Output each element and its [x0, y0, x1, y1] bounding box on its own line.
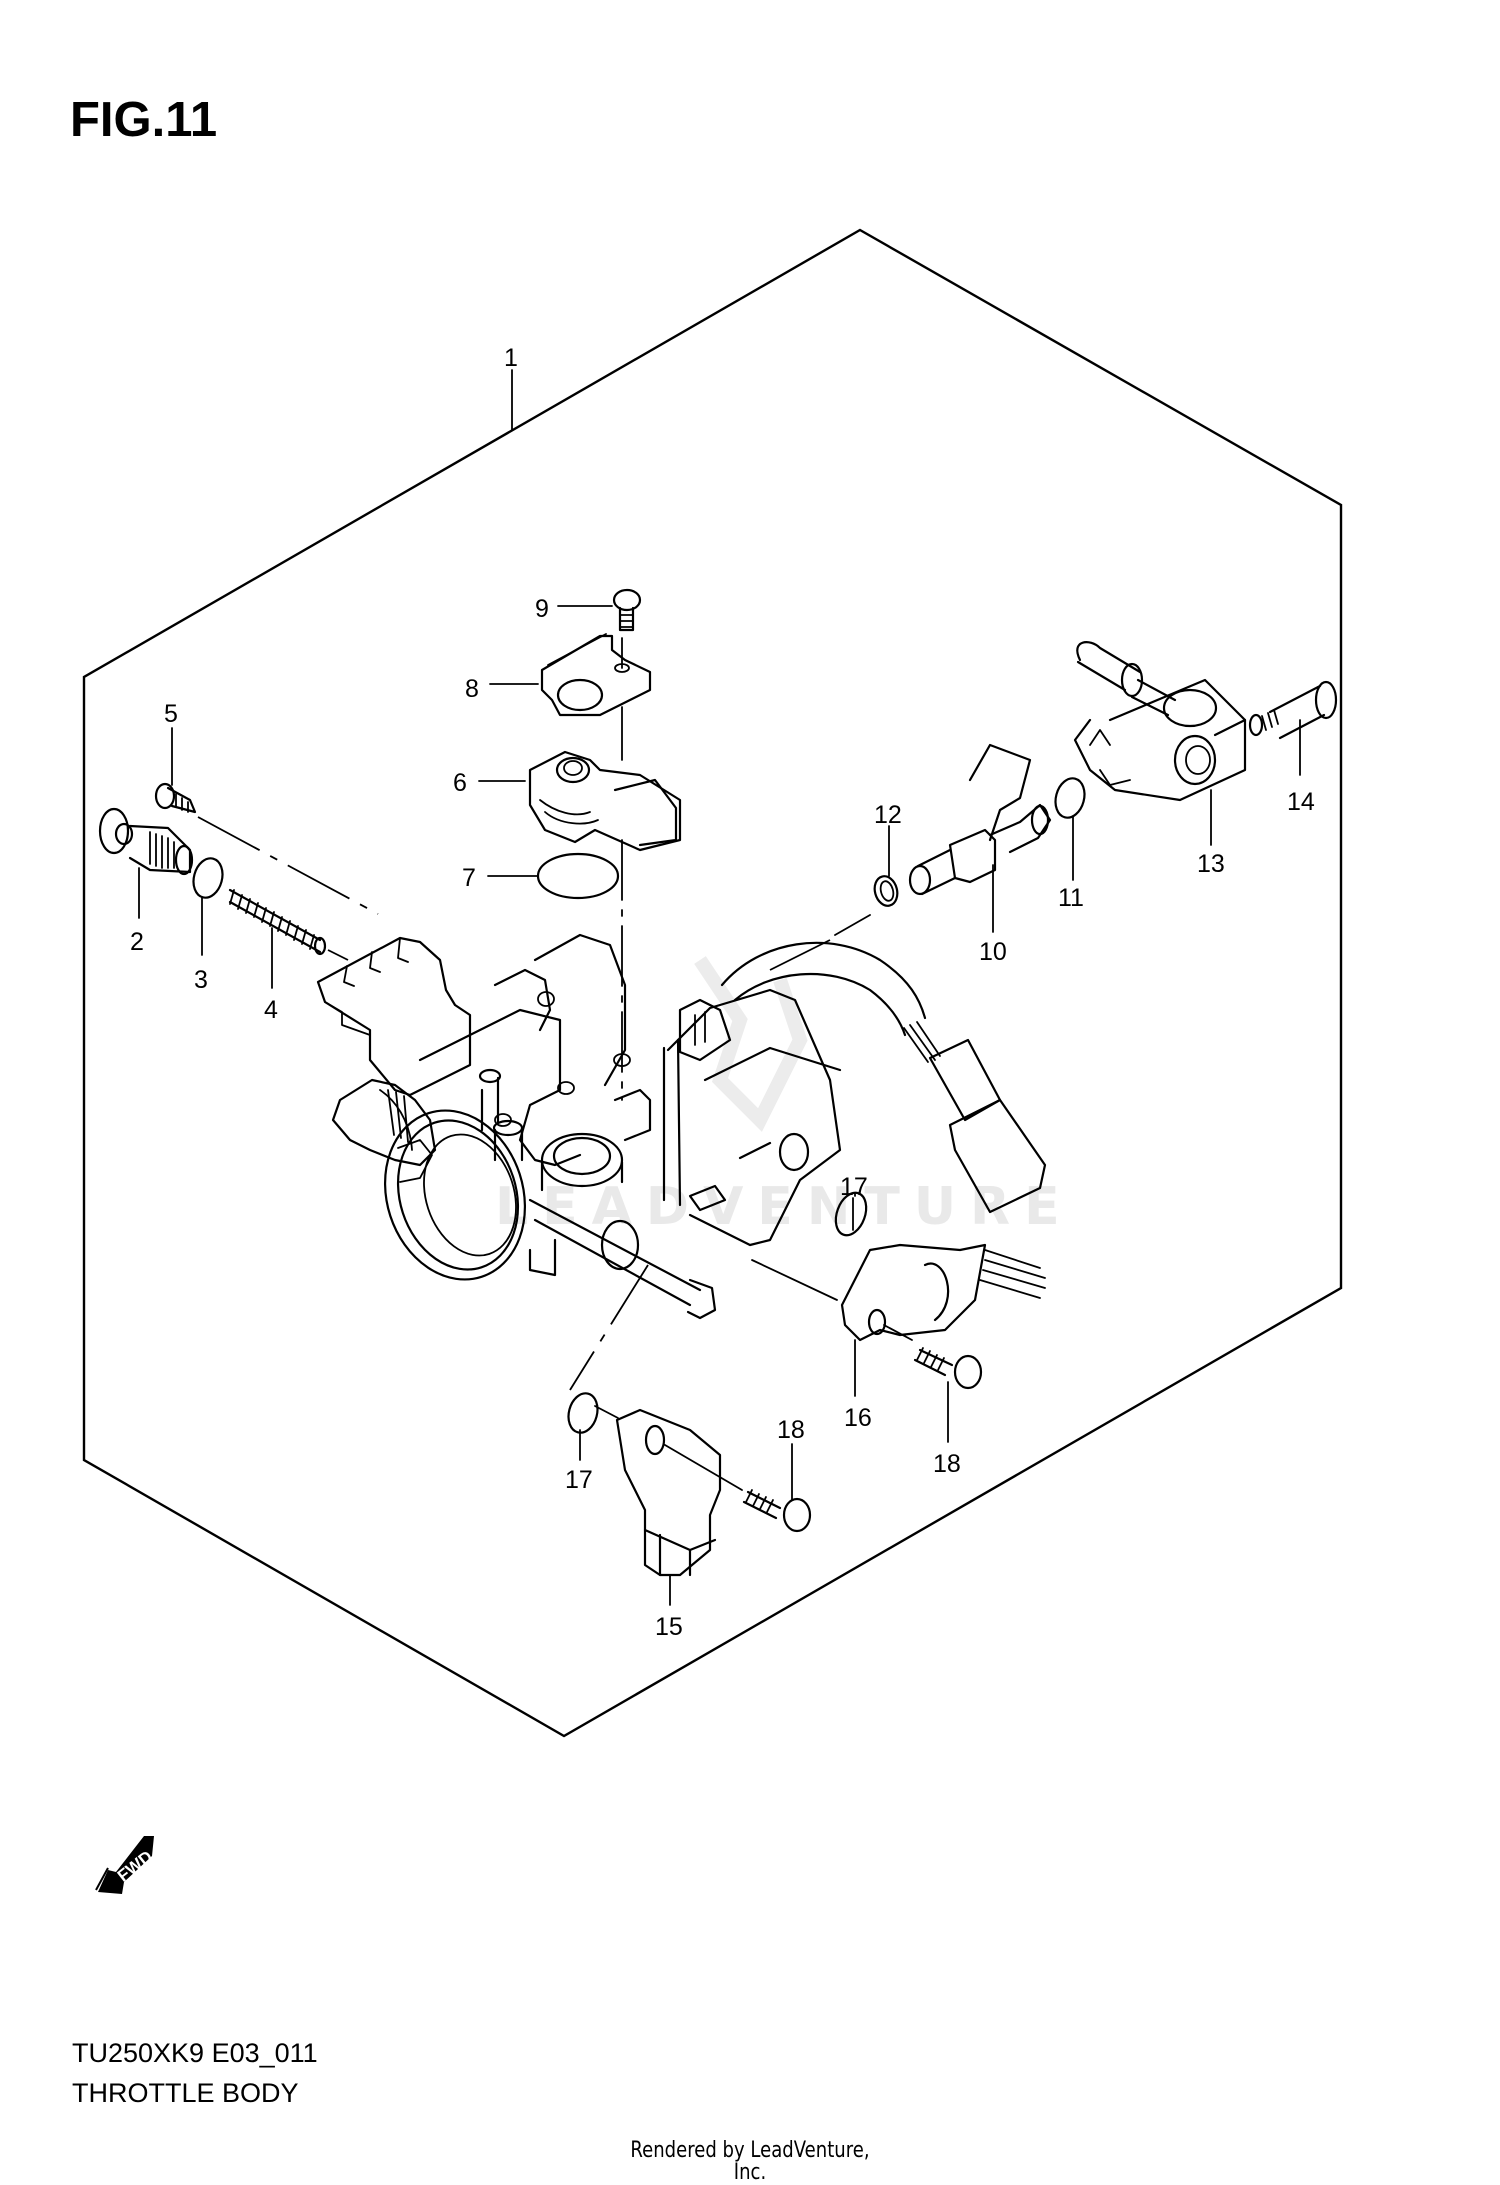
part-8-bracket — [540, 633, 652, 717]
assembly-frame — [82, 228, 1343, 1738]
callout-4[interactable]: 4 — [264, 996, 278, 1024]
part-18-screw-right — [913, 1347, 983, 1390]
callout-3[interactable]: 3 — [194, 966, 208, 994]
callout-2[interactable]: 2 — [130, 928, 144, 956]
callout-13[interactable]: 13 — [1197, 850, 1225, 878]
callout-5[interactable]: 5 — [164, 700, 178, 728]
part-9-screw — [612, 588, 642, 632]
callout-8[interactable]: 8 — [465, 675, 479, 703]
part-11-oring — [1054, 777, 1086, 819]
watermark-logo — [694, 956, 808, 1132]
part-7-oring — [536, 852, 620, 900]
part-4-spring — [228, 888, 327, 956]
part-10-injector — [908, 743, 1052, 896]
part-5-screw — [154, 782, 197, 814]
callout-15[interactable]: 15 — [655, 1613, 683, 1641]
figure-title: FIG.11 — [70, 93, 218, 147]
callout-17-lower[interactable]: 17 — [565, 1466, 593, 1494]
callout-1[interactable]: 1 — [504, 344, 518, 372]
callout-6[interactable]: 6 — [453, 769, 467, 797]
part-3-oring — [192, 857, 224, 899]
callout-18-left[interactable]: 18 — [777, 1416, 805, 1444]
callout-12[interactable]: 12 — [874, 801, 902, 829]
part-16-sensor — [840, 1243, 1046, 1342]
part-17-oring-upper — [834, 1191, 868, 1237]
part-17-oring-lower — [567, 1392, 599, 1434]
fwd-arrow-icon: FWD — [95, 1836, 156, 1894]
part-18-screw-left — [742, 1489, 812, 1533]
part-14-bolt — [1248, 680, 1338, 740]
model-code: TU250XK9 E03_011 — [72, 2038, 318, 2068]
part-13-fuel-pipe — [1073, 641, 1247, 802]
footer-credit: Rendered by LeadVenture, Inc. — [630, 2138, 870, 2185]
callout-17-upper[interactable]: 17 — [840, 1173, 868, 1201]
callout-7[interactable]: 7 — [462, 864, 476, 892]
part-6-sensor — [528, 750, 682, 852]
part-12-seal — [873, 875, 899, 907]
callout-18-right[interactable]: 18 — [933, 1450, 961, 1478]
tps-harness — [662, 941, 1047, 1247]
callout-16[interactable]: 16 — [844, 1404, 872, 1432]
callout-14[interactable]: 14 — [1287, 788, 1315, 816]
part-15-sensor — [615, 1408, 722, 1577]
throttle-body — [316, 933, 717, 1320]
section-name: THROTTLE BODY — [72, 2078, 299, 2108]
callout-9[interactable]: 9 — [535, 595, 549, 623]
callout-11[interactable]: 11 — [1058, 884, 1084, 912]
callout-10[interactable]: 10 — [979, 938, 1007, 966]
part-2-adjuster — [98, 807, 194, 876]
